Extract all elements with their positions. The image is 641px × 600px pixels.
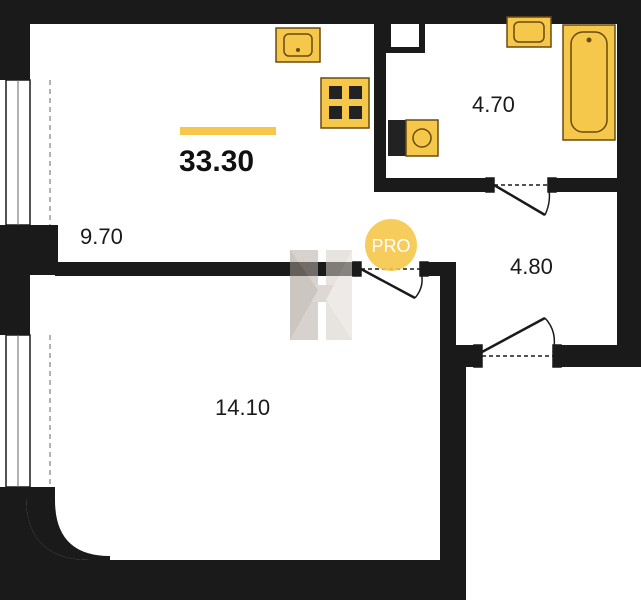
room-area-bathroom: 4.70 [472,92,515,117]
wall-hall-bottom-left [440,345,477,367]
wall-left-mid2 [0,275,30,335]
wall-left-top [0,0,30,80]
wall-bath-left [374,18,386,192]
watermark-badge-text: PRO [371,236,410,256]
wall-left-mid [0,225,58,275]
window-icon [5,79,51,488]
wall-kitchen-hall [422,262,456,276]
room-area-bedroom: 14.10 [215,395,271,420]
wall-right-lower [617,180,641,367]
room-area-kitchen: 9.70 [80,224,123,249]
bathtub-icon [562,24,616,141]
wall-bedroom-right [440,345,466,600]
wall-hall-left [440,262,456,354]
wall-bath-bottom-left [374,178,489,192]
sink-icon [275,27,321,63]
wall-kitchen-bedroom [55,262,355,276]
wall-corner-inner [0,487,110,560]
room-area-hall: 4.80 [510,254,553,279]
sink-icon [506,16,552,48]
total-area: 33.30 [179,145,255,178]
shaft [385,15,425,53]
wall-right-upper [617,0,641,194]
stove-icon [320,77,370,129]
door-icon [352,177,562,368]
wall-corner-curved [0,487,440,600]
toilet-icon [388,119,439,157]
watermark-badge: PRO [365,219,417,271]
wall-bath-bottom-right [553,178,623,192]
watermark-logo [290,250,352,340]
total-area-accent-bar [180,127,276,135]
